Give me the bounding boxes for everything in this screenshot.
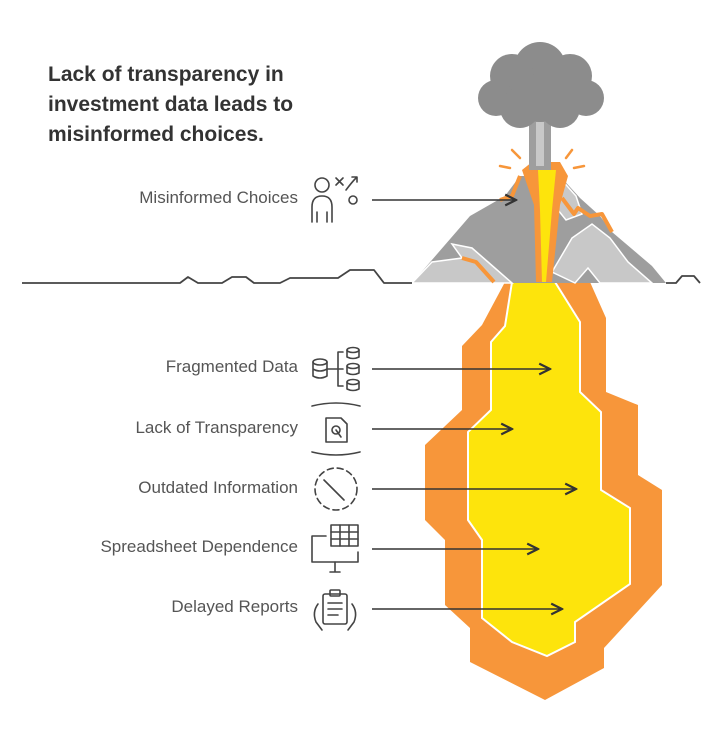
lava-inner-chamber [467, 281, 631, 658]
volcano-highlight-right [550, 223, 654, 284]
lava-conduit-core [538, 170, 556, 282]
clock-icon [314, 467, 358, 511]
lava-flow-right [560, 196, 614, 233]
obscured-document-icon [311, 402, 361, 456]
label-misinformed-choices: Misinformed Choices [139, 188, 298, 207]
label-lack-of-transparency: Lack of Transparency [135, 418, 298, 437]
clipboard-report-icon [313, 589, 357, 631]
label-spreadsheet-dependence: Spreadsheet Dependence [100, 537, 298, 556]
spreadsheet-monitor-icon [311, 524, 359, 573]
diagram-title: Lack of transparency in investment data … [48, 63, 294, 146]
ground-line [22, 269, 701, 284]
label-fragmented-data: Fragmented Data [165, 357, 298, 376]
connector-lines [372, 200, 576, 609]
smoke-cloud [478, 42, 604, 128]
eruption-sparks [498, 148, 586, 170]
lava-flow-bottom [461, 256, 496, 284]
person-decision-icon [311, 176, 358, 223]
label-outdated-information: Outdated Information [138, 478, 298, 497]
database-network-icon [312, 346, 360, 392]
label-delayed-reports: Delayed Reports [171, 597, 298, 616]
